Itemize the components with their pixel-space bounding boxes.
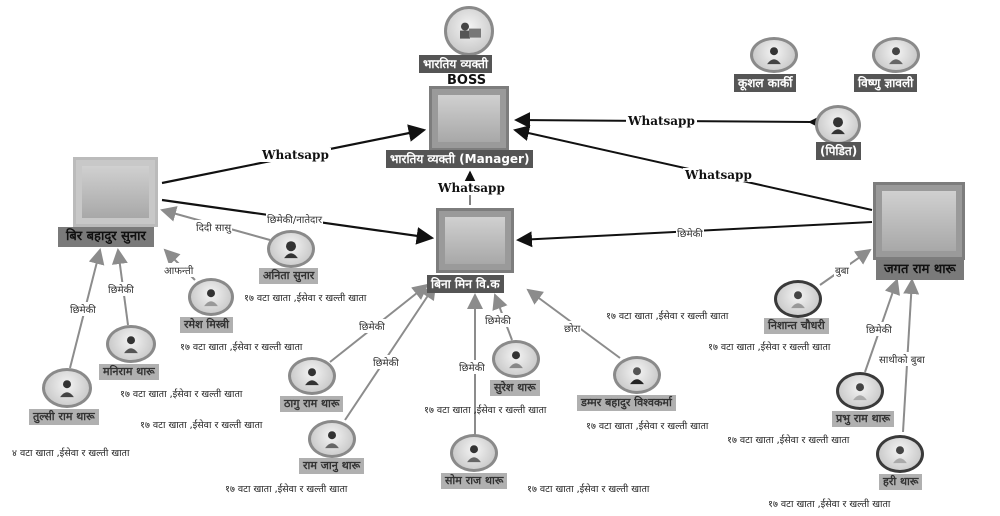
node-manager-photo[interactable] [429,86,509,151]
node-bina-photo[interactable] [436,208,514,273]
node-boss-label: भारतिय व्यक्ती [419,55,492,73]
node-jagat-label: जगत राम थारू [876,260,964,280]
node-hari-account: १७ वटा खाता ,ईसेवा र खल्ती खाता [768,499,891,510]
edge-label-neighbor: छिमेकी [107,282,135,296]
node-kushal-avatar[interactable] [750,37,798,73]
node-bina-label: बिना मिन वि.क [427,275,504,293]
node-suresh-label: सुरेश थारू [490,380,540,396]
edge-label-relative: आफन्ती [163,263,195,277]
node-ramjanu-avatar[interactable] [308,420,356,458]
photo-placeholder [82,166,149,218]
node-somraj-avatar[interactable] [450,434,498,472]
node-suresh-account: १७ वटा खाता ,ईसेवा र खल्ती खाता [424,405,547,416]
node-hari-label: हरी थारू [879,474,923,490]
node-prabhu-account: १७ वटा खाता ,ईसेवा र खल्ती खाता [727,435,850,446]
node-ramesh-avatar[interactable] [188,278,234,316]
node-anita-avatar[interactable] [267,230,315,268]
male-user-icon [123,335,139,357]
node-suresh-avatar[interactable] [492,340,540,378]
male-user-icon [304,367,320,389]
male-user-icon [324,430,340,452]
node-jagat-photo[interactable] [873,182,965,260]
edge-label-neighbor: छिमेकी [372,355,400,369]
edge-label-neighbor-relative: छिमेकी/नातेदार [266,212,324,226]
elder-user-icon [629,366,645,388]
node-prabhu-label: प्रभु राम थारू [832,411,895,427]
node-victim-label: (पिडित) [816,142,862,160]
edge-label-neighbor: छिमेकी [69,302,97,316]
node-tulsi-avatar[interactable] [42,368,92,408]
node-bishnu-label: विष्णु ज्ञावली [854,74,918,92]
male-user-icon [852,382,868,404]
edge-label-whatsapp: Whatsapp [683,168,754,182]
male-user-icon [888,46,904,68]
node-anita-account: १७ वटा खाता ,ईसेवा र खल्ती खाता [244,293,367,304]
node-maniram-avatar[interactable] [106,325,156,363]
edge-label-father: बुबा [834,263,851,277]
node-dambar-account: १७ वटा खाता ,ईसेवा र खल्ती खाता [586,421,709,432]
female-user-icon [830,116,846,138]
node-thagu-account: १७ वटा खाता ,ईसेवा र खल्ती खाता [225,484,348,495]
female-user-icon [283,240,299,262]
node-victim-avatar[interactable] [815,105,861,145]
node-somraj-account: १७ वटा खाता ,ईसेवा र खल्ती खाता [527,484,650,495]
photo-placeholder [882,191,956,251]
male-user-icon [466,444,482,466]
extra-account-2: १७ वटा खाता ,ईसेवा र खल्ती खाता [606,311,729,322]
node-nishant-label: निशान्त चौधरी [764,318,829,334]
node-maniram-label: मनिराम थारू [99,364,159,380]
edge-label-whatsapp: Whatsapp [626,114,697,128]
boss-title: BOSS [447,73,487,88]
node-hari-avatar[interactable] [876,435,924,473]
node-anita-label: अनिता सुनार [259,268,319,284]
male-user-icon [790,290,806,312]
photo-placeholder [438,95,500,142]
edge-label-neighbor: छिमेकी [865,322,893,336]
edge-label-neighbor: छिमेकी [358,319,386,333]
edge-label-whatsapp: Whatsapp [436,181,507,195]
node-maniram-account: १७ वटा खाता ,ईसेवा र खल्ती खाता [120,389,243,400]
node-kushal-label: कूशल कार्की [734,74,797,92]
edge-label-whatsapp: Whatsapp [260,148,331,162]
node-thagu-label: ठागु राम थारू [280,396,344,412]
male-user-icon [892,445,908,467]
node-prabhu-avatar[interactable] [836,372,884,410]
node-ramjanu-label: राम जानु थारू [299,458,365,474]
edge-label-neighbor: छिमेकी [484,313,512,327]
node-bir-label: बिर बहादुर सुनार [58,227,154,247]
node-bir-photo[interactable] [73,157,158,227]
node-nishant-avatar[interactable] [774,280,822,318]
node-dambar-avatar[interactable] [613,356,661,394]
male-user-icon [59,379,75,401]
node-manager-label: भारतिय व्यक्ती (Manager) [386,150,534,168]
male-user-icon [508,350,524,372]
edge-label-neighbor: छिमेकी [458,360,486,374]
node-tulsi-label: तुल्सी राम थारू [29,409,99,425]
node-boss-avatar[interactable] [444,6,494,56]
male-user-icon [203,288,219,310]
male-user-icon [766,46,782,68]
node-nishant-account: १७ वटा खाता ,ईसेवा र खल्ती खाता [708,342,831,353]
node-somraj-label: सोम राज थारू [441,473,508,489]
edge-ramjanu-bina [344,283,437,421]
edge-label-son: छोरा [563,321,582,335]
node-ramesh-label: रमेश मिस्त्री [180,317,234,333]
extra-account: १७ वटा खाता ,ईसेवा र खल्ती खाता [140,420,263,431]
node-thagu-avatar[interactable] [288,357,336,395]
edge-label-neighbor: छिमेकी [676,226,704,240]
node-ramesh-account: १७ वटा खाता ,ईसेवा र खल्ती खाता [180,342,303,353]
edge-label-friends-father: साथीको बुबा [878,352,926,366]
node-dambar-label: डम्मर बहादुर विश्वकर्मा [577,395,676,411]
node-tulsi-account: ४ वटा खाता ,ईसेवा र खल्ती खाता [12,448,130,459]
photo-placeholder [445,217,505,264]
edge-label-sister-in-law: दिदी सासु [195,220,233,234]
node-bishnu-avatar[interactable] [872,37,920,73]
person-at-laptop-icon [456,21,482,47]
